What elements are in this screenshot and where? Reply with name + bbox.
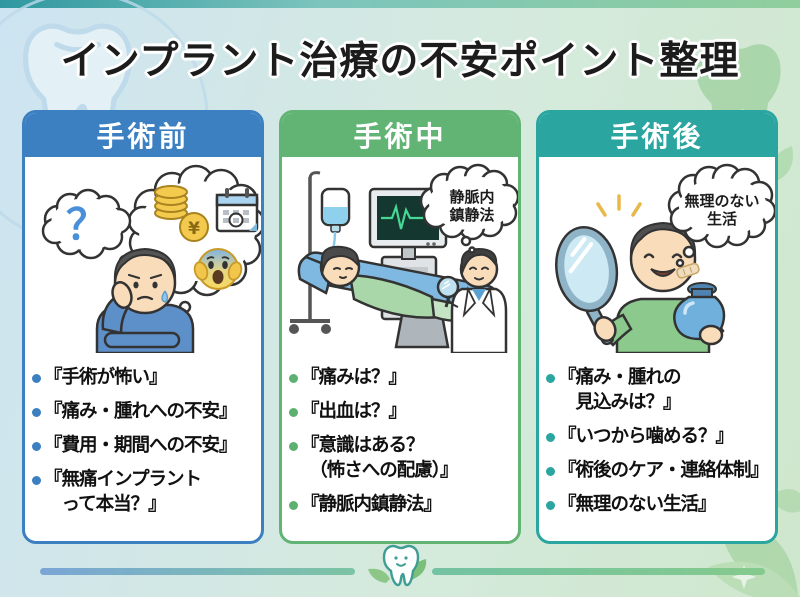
- question-mark: ？: [66, 200, 108, 249]
- before-items: 『手術が怖い』 『痛み・腫れへの不安』 『費用・期間への不安』 『無痛インプラン…: [25, 353, 261, 533]
- anxiety-item: 『痛み・腫れの 見込みは？』: [546, 366, 771, 416]
- anxiety-item: 『意識はある？ （怖さへの配慮）』: [289, 434, 514, 484]
- panel-before-surgery: 手術前: [22, 110, 264, 544]
- page-title: インプラント治療の不安ポイント整理: [60, 39, 740, 84]
- sparkle-lines: [596, 194, 642, 217]
- bullet-dot-icon: [32, 475, 41, 485]
- panel-before-header: 手術前: [25, 113, 261, 157]
- dental-mirror-icon: [436, 275, 460, 308]
- worried-man: [95, 247, 195, 353]
- anxiety-item: 『無痛インプラント って本当？』: [32, 468, 257, 518]
- footer-tooth-icon: [368, 544, 427, 587]
- anxiety-item: 『いつから噛める？』: [546, 425, 771, 450]
- before-illustration: ¥: [25, 157, 261, 353]
- worried-patient-illustration: ¥: [41, 164, 261, 353]
- scream-emoji-icon: [193, 248, 243, 290]
- anxiety-item: 『出血は？』: [289, 400, 514, 425]
- anxiety-item: 『術後のケア・連絡体制』: [546, 459, 771, 484]
- anxiety-item: 『痛み・腫れへの不安』: [32, 400, 257, 425]
- bullet-dot-icon: [32, 441, 41, 451]
- bullet-dot-icon: [289, 441, 298, 451]
- dentist: [436, 247, 508, 353]
- svg-text:¥: ¥: [188, 219, 200, 239]
- calendar-icon: [215, 188, 259, 233]
- panel-during-surgery: 手術中: [279, 110, 521, 544]
- anxiety-item: 『手術が怖い』: [32, 366, 257, 391]
- anxiety-item: 『痛みは？』: [289, 366, 514, 391]
- sedation-bubble-text: 静脈内 鎮静法: [449, 188, 495, 224]
- anxiety-item: 『無理のない生活』: [546, 493, 771, 518]
- during-items: 『痛みは？』 『出血は？』 『意識はある？ （怖さへの配慮）』 『静脈内鎮静法』: [282, 353, 518, 533]
- bullet-dot-icon: [289, 500, 298, 510]
- relaxed-life-bubble-text: 無理のない 生活: [684, 192, 760, 228]
- iv-drip-icon: [289, 171, 351, 334]
- anxiety-item: 『静脈内鎮静法』: [289, 493, 514, 518]
- bullet-dot-icon: [546, 432, 555, 442]
- panels-row: 手術前: [22, 110, 778, 544]
- panel-during-header: 手術中: [282, 113, 518, 157]
- bullet-dot-icon: [546, 466, 555, 476]
- top-accent-strip: [0, 0, 800, 8]
- bullet-dot-icon: [546, 374, 555, 383]
- recovered-patient-illustration: [555, 163, 775, 353]
- after-items: 『痛み・腫れの 見込みは？』 『いつから噛める？』 『術後のケア・連絡体制』 『…: [539, 353, 775, 533]
- bullet-dot-icon: [32, 374, 41, 383]
- bullet-dot-icon: [32, 407, 41, 417]
- footer-divider-right: [432, 568, 765, 575]
- coins-icon: [154, 185, 188, 220]
- footer-divider-left: [40, 568, 355, 575]
- bullet-dot-icon: [546, 500, 555, 510]
- during-illustration: 静脈内 鎮静法: [282, 157, 518, 353]
- panel-after-surgery: 手術後: [536, 110, 778, 544]
- ice-pack-icon: [673, 282, 726, 346]
- bullet-dot-icon: [289, 374, 298, 383]
- dental-chair-illustration: [289, 163, 518, 353]
- bandage-icon: [676, 262, 700, 279]
- yen-coin-icon: ¥: [179, 212, 209, 242]
- after-illustration: 無理のない 生活: [539, 157, 775, 353]
- bullet-dot-icon: [289, 407, 298, 417]
- anxiety-item: 『費用・期間への不安』: [32, 434, 257, 459]
- panel-after-header: 手術後: [539, 113, 775, 157]
